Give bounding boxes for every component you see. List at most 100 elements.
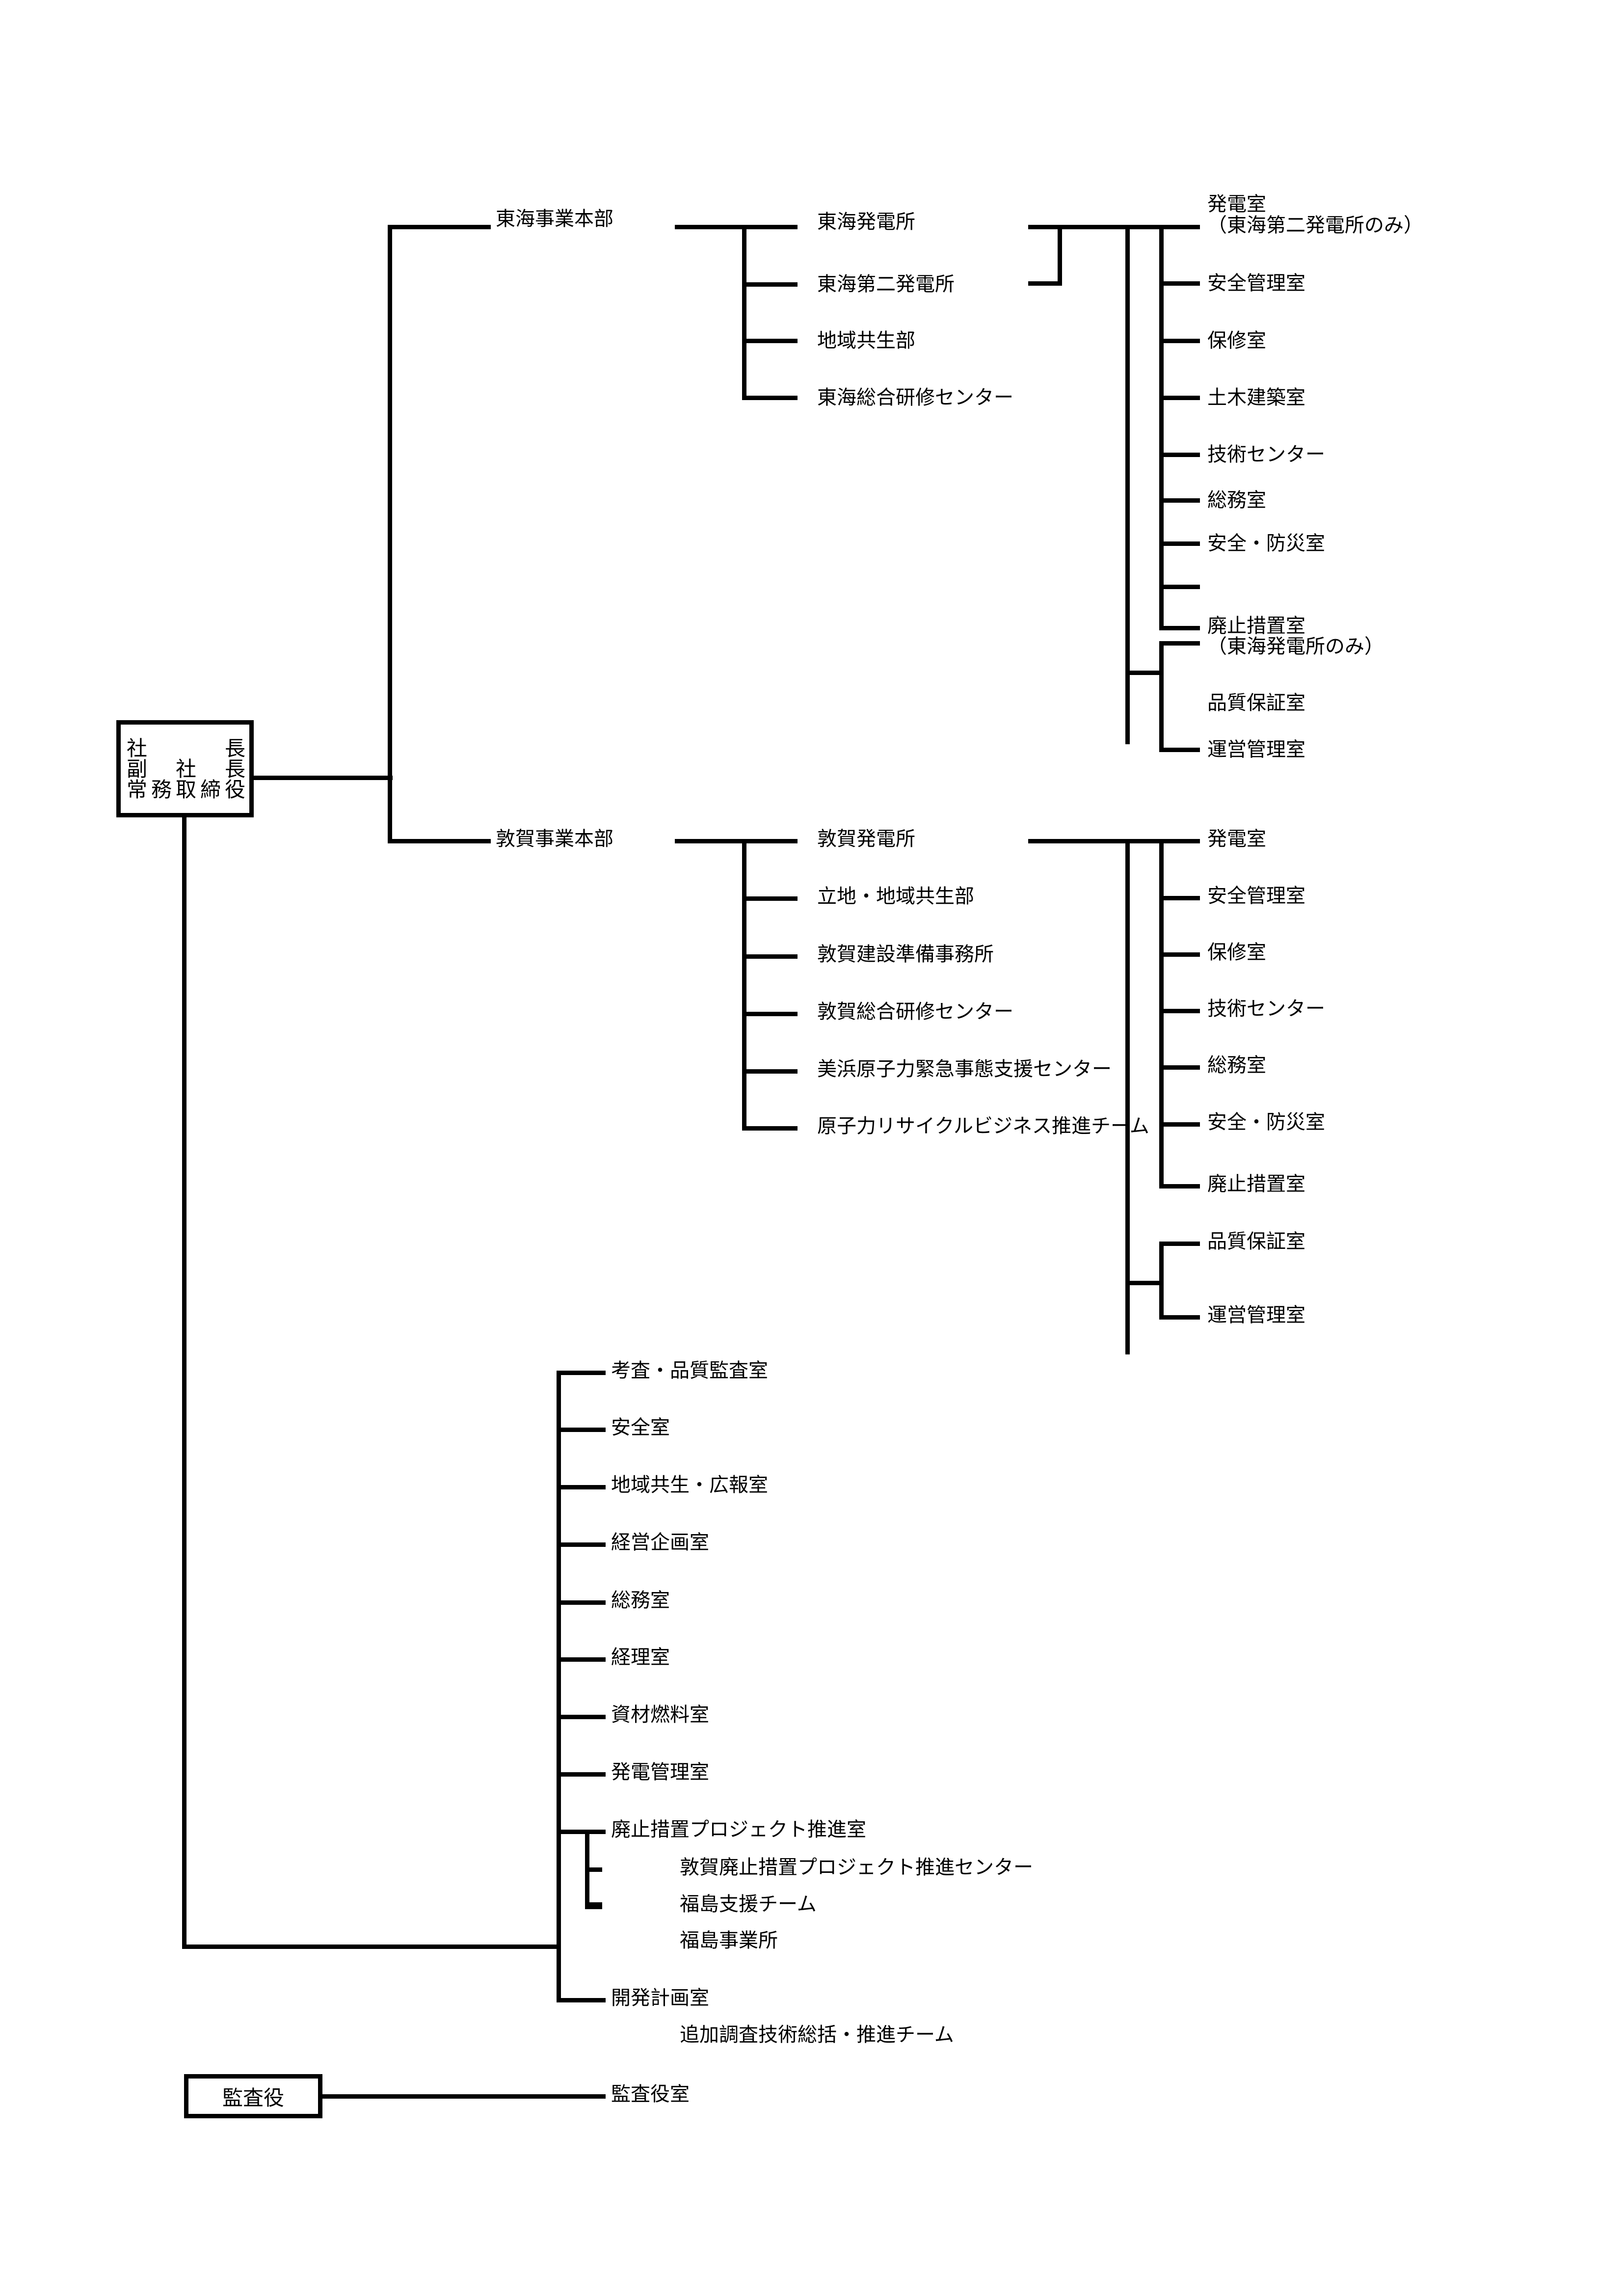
section-item[interactable]: 安全・防災室 bbox=[1207, 1111, 1325, 1134]
connector-line bbox=[322, 2094, 606, 2099]
executive-box[interactable]: 社 長 副 社 長 常 務 取 締 役 bbox=[116, 720, 254, 817]
hq-subitem[interactable]: 敦賀廃止措置プロジェクト推進センター bbox=[680, 1856, 1033, 1879]
connector-line bbox=[1159, 396, 1200, 400]
connector-line bbox=[742, 1126, 798, 1131]
section-item[interactable]: 廃止措置室 bbox=[1207, 615, 1305, 637]
connector-line bbox=[1159, 1315, 1200, 1320]
section-item[interactable]: 保修室 bbox=[1207, 941, 1266, 964]
connector-line bbox=[1159, 641, 1200, 646]
connector-line bbox=[742, 282, 798, 287]
exec-char: 役 bbox=[224, 778, 245, 802]
connector-line bbox=[585, 1867, 602, 1872]
office-item[interactable]: 敦賀建設準備事務所 bbox=[817, 943, 994, 966]
support-item[interactable]: 運営管理室 bbox=[1207, 738, 1305, 761]
auditor-box[interactable]: 監査役 bbox=[184, 2074, 322, 2118]
connector-line bbox=[1159, 339, 1200, 343]
connector-line bbox=[1159, 225, 1164, 630]
connector-line bbox=[1159, 1242, 1164, 1319]
office-item[interactable]: 東海第二発電所 bbox=[817, 273, 955, 296]
hq-item[interactable]: 資材燃料室 bbox=[611, 1703, 709, 1726]
connector-line bbox=[388, 225, 392, 843]
section-item[interactable]: 安全・防災室 bbox=[1207, 532, 1325, 555]
auditor-label: 監査役 bbox=[222, 2085, 284, 2110]
auditor-office[interactable]: 監査役室 bbox=[611, 2083, 690, 2106]
section-item[interactable]: 発電室 bbox=[1207, 193, 1266, 216]
exec-char: 長 bbox=[224, 736, 245, 760]
connector-line bbox=[742, 1069, 798, 1074]
hq-item[interactable]: 経理室 bbox=[611, 1646, 670, 1669]
section-item[interactable]: 安全管理室 bbox=[1207, 885, 1305, 907]
connector-line bbox=[1159, 498, 1200, 503]
connector-line bbox=[742, 339, 798, 343]
connector-line bbox=[742, 954, 798, 959]
section-item[interactable]: 土木建築室 bbox=[1207, 386, 1305, 409]
section-item[interactable]: 安全管理室 bbox=[1207, 272, 1305, 295]
office-item[interactable]: 原子力リサイクルビジネス推進チーム bbox=[817, 1115, 1149, 1137]
section-item[interactable]: 保修室 bbox=[1207, 329, 1266, 352]
hq-subitem[interactable]: 福島支援チーム bbox=[680, 1893, 817, 1916]
division-tokai[interactable]: 東海事業本部 bbox=[496, 208, 613, 230]
support-item[interactable]: 品質保証室 bbox=[1207, 1230, 1305, 1253]
hq-item[interactable]: 開発計画室 bbox=[611, 1987, 709, 2009]
office-item[interactable]: 東海総合研修センター bbox=[817, 386, 1013, 409]
hq-item[interactable]: 地域共生・広報室 bbox=[611, 1474, 768, 1496]
support-item[interactable]: 品質保証室 bbox=[1207, 692, 1305, 714]
office-item[interactable]: 敦賀発電所 bbox=[817, 828, 915, 850]
connector-line bbox=[1159, 626, 1200, 630]
section-item[interactable]: 総務室 bbox=[1207, 489, 1266, 512]
connector-line bbox=[742, 225, 746, 399]
exec-char: 取 bbox=[175, 778, 196, 802]
section-note: （東海発電所のみ） bbox=[1207, 635, 1384, 658]
section-item[interactable]: 発電室 bbox=[1207, 828, 1266, 850]
division-tsuruga[interactable]: 敦賀事業本部 bbox=[496, 828, 613, 850]
connector-line bbox=[557, 1371, 606, 1375]
connector-line bbox=[557, 1428, 606, 1432]
connector-line bbox=[1125, 1281, 1164, 1285]
hq-item[interactable]: 経営企画室 bbox=[611, 1531, 709, 1554]
exec-char: 常 bbox=[127, 778, 148, 802]
connector-line bbox=[557, 1772, 606, 1777]
connector-line bbox=[1159, 453, 1200, 457]
hq-item[interactable]: 考査・品質監査室 bbox=[611, 1359, 768, 1382]
connector-line bbox=[557, 1600, 606, 1605]
section-item[interactable]: 廃止措置室 bbox=[1207, 1173, 1305, 1195]
connector-line bbox=[1125, 671, 1164, 675]
connector-line bbox=[1159, 1242, 1200, 1246]
executive-row-managing-director: 常 務 取 締 役 bbox=[127, 780, 245, 800]
section-item[interactable]: 技術センター bbox=[1207, 998, 1325, 1020]
office-item[interactable]: 敦賀総合研修センター bbox=[817, 1000, 1013, 1023]
connector-line bbox=[1159, 585, 1200, 589]
hq-item[interactable]: 総務室 bbox=[611, 1589, 670, 1612]
connector-line bbox=[182, 1945, 561, 1949]
hq-item[interactable]: 廃止措置プロジェクト推進室 bbox=[611, 1818, 866, 1841]
connector-line bbox=[1125, 225, 1130, 744]
hq-subitem[interactable]: 追加調査技術総括・推進チーム bbox=[680, 2024, 954, 2046]
support-item[interactable]: 運営管理室 bbox=[1207, 1304, 1305, 1326]
connector-line bbox=[1159, 281, 1200, 286]
office-item[interactable]: 立地・地域共生部 bbox=[817, 885, 974, 908]
connector-line bbox=[557, 1485, 606, 1489]
connector-line bbox=[1028, 225, 1200, 229]
connector-line bbox=[742, 839, 746, 1131]
section-item[interactable]: 技術センター bbox=[1207, 443, 1325, 466]
exec-char: 締 bbox=[200, 778, 221, 802]
connector-line bbox=[1058, 225, 1062, 286]
office-item[interactable]: 地域共生部 bbox=[817, 329, 915, 352]
connector-line bbox=[253, 776, 393, 780]
connector-line bbox=[1028, 839, 1200, 843]
hq-item[interactable]: 発電管理室 bbox=[611, 1761, 709, 1783]
connector-line bbox=[388, 225, 491, 229]
office-item[interactable]: 美浜原子力緊急事態支援センター bbox=[817, 1058, 1112, 1080]
hq-item[interactable]: 安全室 bbox=[611, 1416, 670, 1439]
connector-line bbox=[742, 896, 798, 901]
connector-line bbox=[1159, 1184, 1200, 1189]
office-item[interactable]: 東海発電所 bbox=[817, 211, 915, 233]
connector-line bbox=[1159, 1122, 1200, 1127]
connector-line bbox=[1159, 541, 1200, 546]
hq-subitem[interactable]: 福島事業所 bbox=[680, 1929, 778, 1952]
connector-line bbox=[1159, 952, 1200, 957]
connector-line bbox=[1159, 748, 1200, 752]
connector-line bbox=[557, 1657, 606, 1662]
section-item[interactable]: 総務室 bbox=[1207, 1054, 1266, 1077]
connector-line bbox=[1159, 641, 1164, 752]
